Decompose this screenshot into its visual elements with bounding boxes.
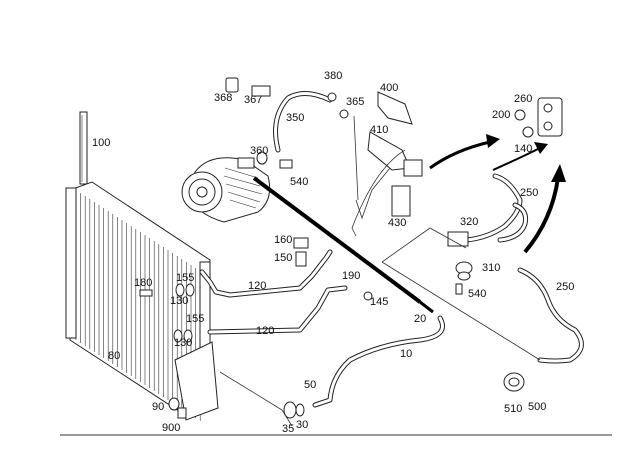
flow-arrow (492, 147, 541, 171)
hose-250-upper (463, 173, 528, 243)
leader-lines (219, 115, 541, 427)
pipe-120-upper (199, 249, 333, 298)
callout: 50 (304, 379, 316, 391)
flow-arrow-head (486, 134, 500, 148)
callout: 120 (256, 325, 274, 337)
callout: 250 (556, 281, 574, 293)
callout: 365 (346, 96, 364, 108)
callout: 540 (468, 288, 486, 300)
callout: 150 (274, 252, 292, 264)
callout: 130 (170, 295, 188, 307)
callout: 30 (296, 419, 308, 431)
callout: 350 (286, 112, 304, 124)
hose-250-lower (517, 267, 584, 364)
callout: 500 (528, 401, 546, 413)
callout: 260 (514, 93, 532, 105)
callout: 155 (176, 272, 194, 284)
callout: 155 (186, 313, 204, 325)
hose-350 (273, 91, 333, 153)
callout: 367 (244, 94, 262, 106)
callout: 160 (274, 234, 292, 246)
callout: 510 (504, 403, 522, 415)
callout: 145 (370, 296, 388, 308)
callout-labels: 100 368 367 380 365 400 350 410 360 540 … (92, 70, 574, 435)
ac-compressor (181, 157, 271, 223)
pointer-line (419, 300, 434, 314)
flow-arrow (429, 140, 491, 170)
bracket-400 (355, 91, 423, 220)
callout: 20 (414, 313, 426, 325)
callout: 430 (388, 217, 406, 229)
callout: 90 (152, 401, 164, 413)
callout: 35 (282, 423, 294, 435)
callout: 380 (324, 70, 342, 82)
fitting-320 (447, 231, 473, 295)
callout: 320 (460, 216, 478, 228)
callout: 10 (400, 348, 412, 360)
hose-10 (312, 315, 445, 408)
callout: 368 (214, 92, 232, 104)
receiver-drier-cartridge (79, 111, 88, 185)
callout: 140 (514, 143, 532, 155)
expansion-valve (514, 97, 563, 138)
callout: 180 (134, 277, 152, 289)
callout: 200 (492, 109, 510, 121)
callout: 80 (108, 350, 120, 362)
seal-rings (139, 77, 525, 419)
callout: 130 (174, 337, 192, 349)
callout: 310 (482, 262, 500, 274)
callout: 410 (370, 124, 388, 136)
pointer-line (252, 176, 422, 304)
callout: 540 (290, 176, 308, 188)
callout: 190 (342, 270, 360, 282)
pipe-120-lower (207, 285, 348, 335)
callout: 120 (248, 280, 266, 292)
callout: 360 (250, 145, 268, 157)
flow-arrow-head (551, 164, 566, 182)
flow-arrow-head (534, 142, 548, 154)
callout: 250 (520, 187, 538, 199)
callout: 900 (162, 422, 180, 434)
condenser (65, 181, 219, 421)
callout: 400 (380, 82, 398, 94)
callout: 100 (92, 137, 110, 149)
flow-arrow (523, 177, 560, 254)
